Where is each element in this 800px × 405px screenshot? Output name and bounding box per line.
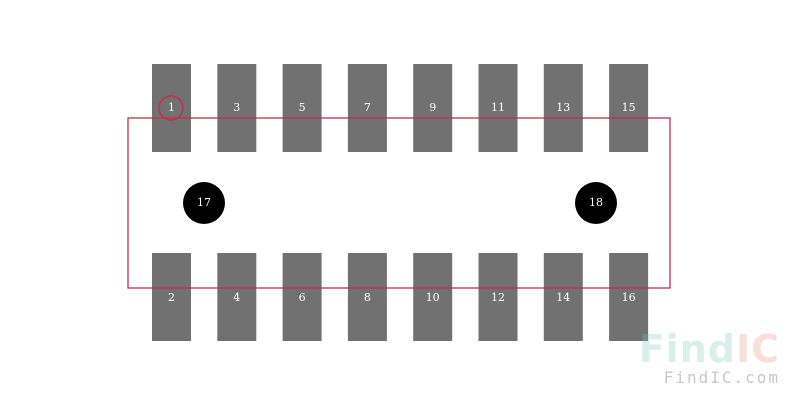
- pad-9: [413, 64, 453, 152]
- pad-5: [282, 64, 322, 152]
- pad-13: [543, 64, 583, 152]
- pad-2: [152, 253, 191, 341]
- pad-label-2: 2: [168, 291, 175, 304]
- pad-label-8: 8: [364, 291, 371, 304]
- pin1-marker-icon: [158, 95, 184, 121]
- pad-label-7: 7: [364, 101, 371, 114]
- pad-16: [609, 253, 649, 341]
- pad-label-1: 1: [168, 101, 175, 114]
- pad-label-15: 15: [622, 101, 636, 114]
- pad-8: [347, 253, 387, 341]
- findic-logo: FindIC FindIC.com: [639, 328, 780, 387]
- mounting-pad-label-17: 17: [197, 196, 211, 209]
- pad-label-6: 6: [299, 291, 306, 304]
- pad-4: [217, 253, 257, 341]
- pad-label-12: 12: [491, 291, 505, 304]
- logo-ic: IC: [735, 327, 780, 371]
- pad-label-3: 3: [233, 101, 240, 114]
- pad-label-4: 4: [233, 291, 240, 304]
- pad-label-10: 10: [426, 291, 440, 304]
- pad-label-16: 16: [622, 291, 636, 304]
- pad-label-11: 11: [491, 101, 505, 114]
- pad-10: [413, 253, 453, 341]
- pad-label-9: 9: [429, 101, 436, 114]
- logo-url: FindIC.com: [663, 368, 780, 387]
- package-outline: [127, 117, 671, 289]
- pad-15: [609, 64, 649, 152]
- pads-bottom-row: 2 4 6 8 10 12 14 16: [152, 253, 649, 341]
- pad-7: [347, 64, 387, 152]
- pad-14: [543, 253, 583, 341]
- pad-12: [478, 253, 518, 341]
- logo-wordmark: FindIC: [639, 328, 780, 370]
- mounting-pad-17: [183, 182, 225, 224]
- pad-11: [478, 64, 518, 152]
- pad-6: [282, 253, 322, 341]
- mounting-pad-18: [575, 182, 617, 224]
- logo-find: Find: [638, 327, 736, 371]
- pad-label-14: 14: [556, 291, 570, 304]
- mounting-pad-label-18: 18: [589, 196, 603, 209]
- pad-label-13: 13: [556, 101, 570, 114]
- pad-3: [217, 64, 257, 152]
- pad-label-5: 5: [299, 101, 306, 114]
